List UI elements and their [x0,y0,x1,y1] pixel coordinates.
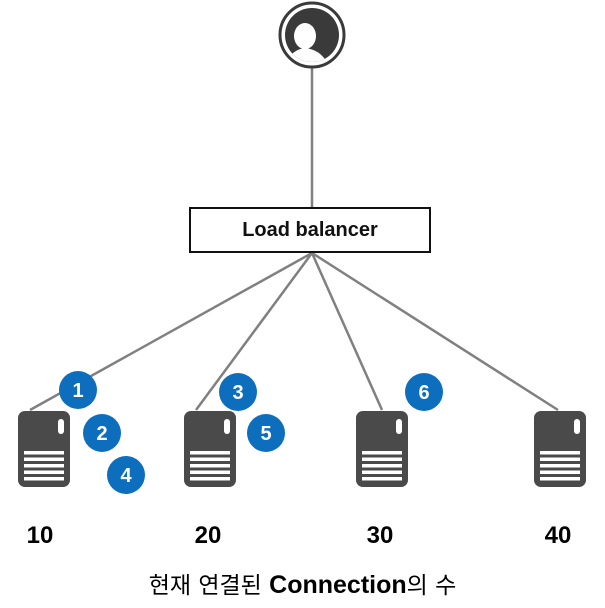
request-badge: 5 [247,414,285,452]
request-badge-label: 4 [120,465,132,487]
diagram-caption: 현재 연결된 Connection의 수 [0,566,605,600]
server-icon [534,411,586,487]
request-badge: 2 [83,414,121,452]
server-2-connection-count: 20 [194,522,222,549]
request-badge-label: 2 [96,423,107,445]
server-icon [18,411,70,487]
lb-to-server-3-line [310,252,384,411]
request-badge-label: 6 [418,382,429,404]
request-badge-label: 3 [232,382,243,404]
lb-to-server-2-line [194,252,314,411]
caption-suffix: 의 수 [406,573,457,599]
caption-prefix: 현재 연결된 [148,573,270,599]
request-badge: 1 [59,371,97,409]
request-badge: 6 [405,373,443,411]
request-badge-label: 5 [260,423,271,445]
server-icon [184,411,236,487]
load-balancer-label: Load balancer [242,218,378,241]
server-1-connection-count: 10 [26,522,54,549]
lb-to-server-4-line [311,251,559,412]
servers [18,411,586,487]
user-avatar-icon [278,1,346,69]
server-3-connection-count: 30 [366,522,394,549]
request-badge: 4 [107,456,145,494]
server-icon [356,411,408,487]
caption-emphasis: Connection [269,571,407,599]
request-badges: 12 3 4 5 6 [59,371,443,494]
server-4-connection-count: 40 [544,522,572,549]
load-balancer-box: Load balancer [189,207,431,253]
request-badge: 3 [219,373,257,411]
request-badge-label: 1 [72,380,83,402]
